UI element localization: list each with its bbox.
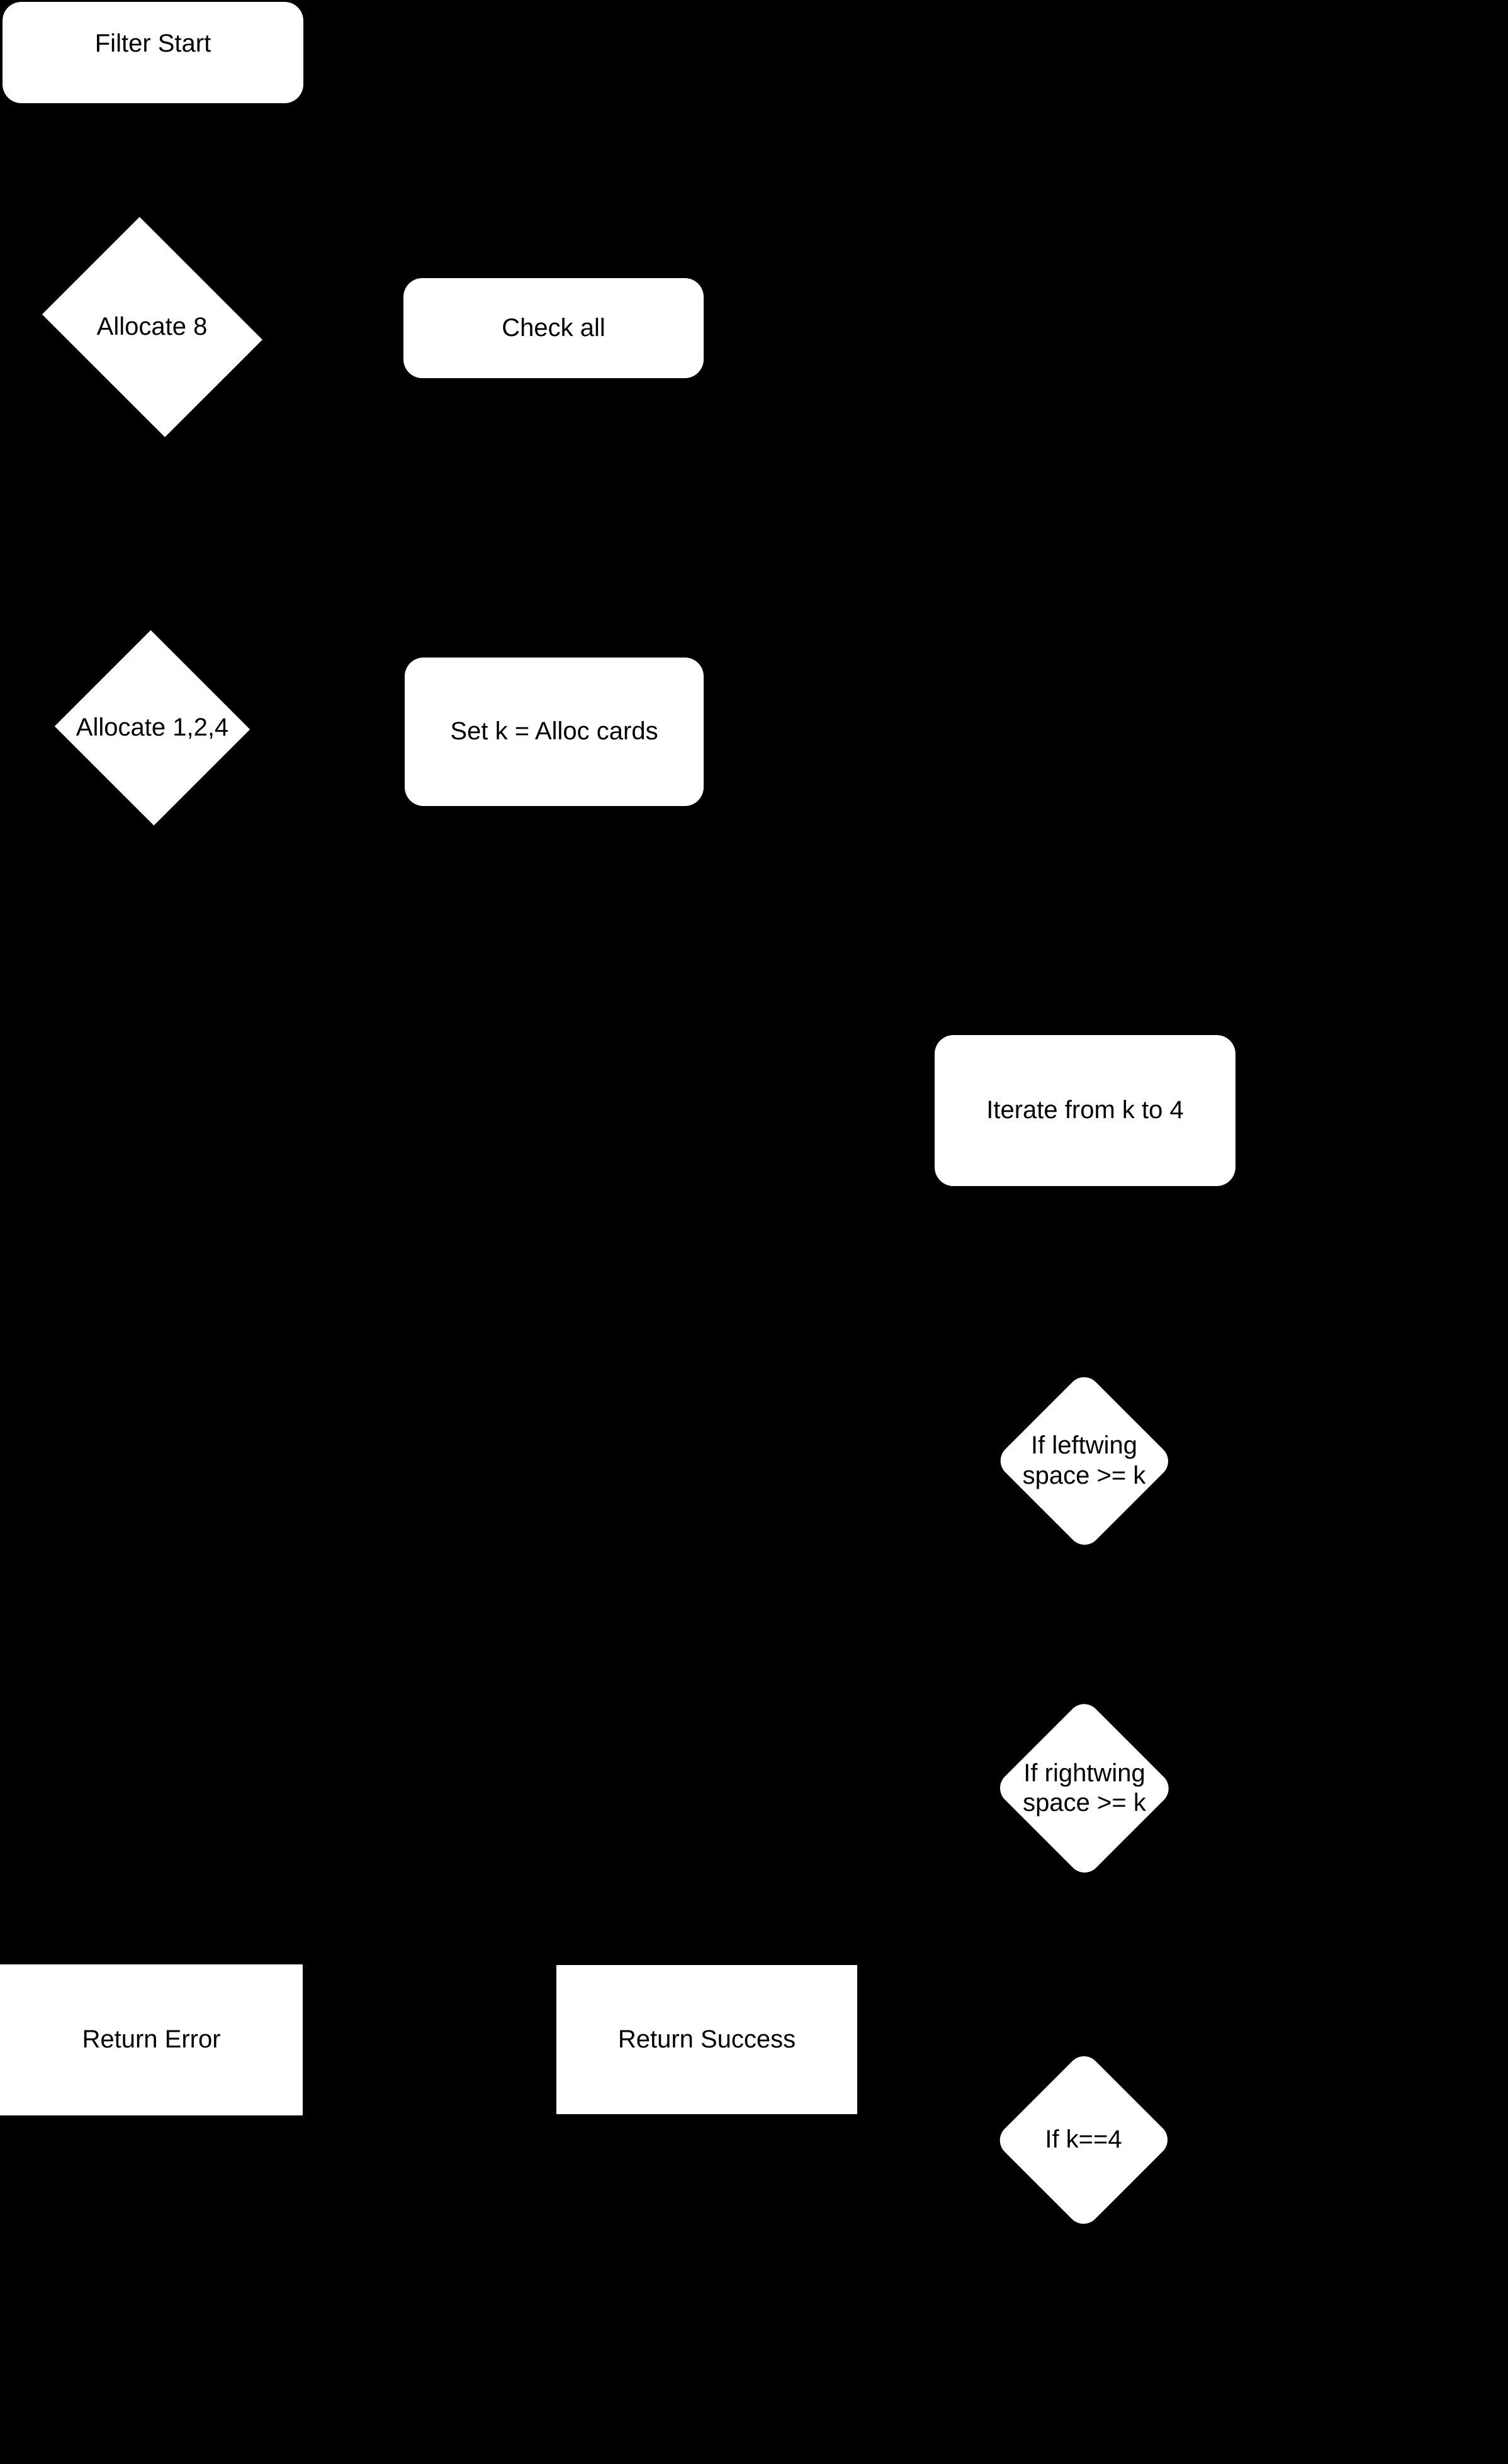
flowchart-node-allocate-8[interactable]: Allocate 8 [29, 216, 275, 438]
node-shape-rounded-rect [405, 658, 704, 806]
flowchart-node-if-k-eq-4[interactable]: If k==4 [993, 2049, 1174, 2231]
flowchart-node-return-success[interactable]: Return Success [556, 1965, 857, 2114]
flowchart-node-filter-start[interactable]: Filter Start [3, 2, 303, 103]
flowchart-node-return-error[interactable]: Return Error [0, 1964, 303, 2115]
node-shape-diamond [993, 1370, 1175, 1552]
node-shape-rounded-rect [403, 278, 704, 378]
node-shape-rounded-rect [935, 1035, 1235, 1186]
flowchart-node-allocate-124[interactable]: Allocate 1,2,4 [53, 630, 252, 826]
flowchart-node-if-rightwing[interactable]: If rightwing space >= k [993, 1697, 1176, 1879]
node-shape-rounded-rect [3, 2, 303, 103]
flowchart-node-iterate-k-to-4[interactable]: Iterate from k to 4 [935, 1035, 1235, 1186]
node-shape-rect [0, 1964, 303, 2115]
flowchart-node-check-all[interactable]: Check all [403, 278, 704, 378]
flowchart-node-if-leftwing[interactable]: If leftwing space >= k [993, 1370, 1175, 1552]
node-shape-diamond [993, 1697, 1176, 1879]
flowchart-node-set-k[interactable]: Set k = Alloc cards [405, 658, 704, 806]
node-shape-diamond [54, 630, 250, 826]
node-shape-diamond [993, 2049, 1174, 2231]
node-shape-diamond [42, 216, 262, 438]
node-shape-rect [556, 1965, 857, 2114]
